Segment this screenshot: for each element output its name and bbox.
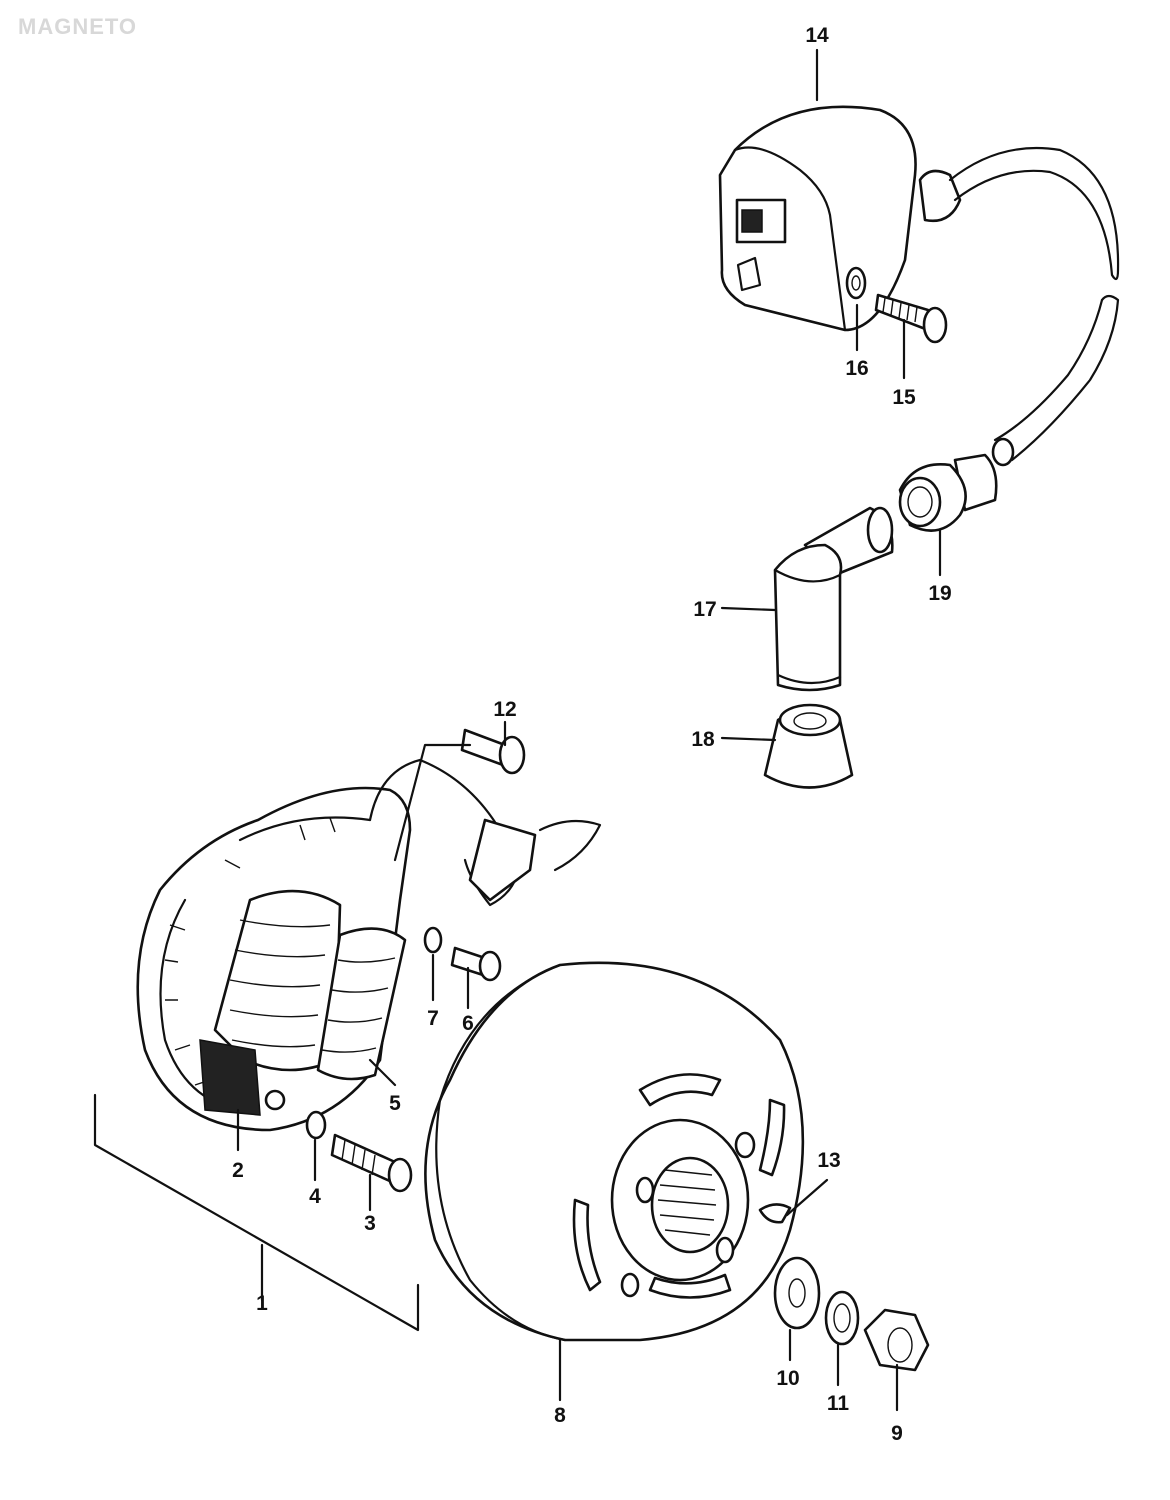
screw-3 [330, 1133, 413, 1193]
callout-18: 18 [691, 728, 715, 751]
diagram-title: MAGNETO [18, 14, 138, 39]
callout-19: 19 [928, 582, 951, 605]
callout-15: 15 [892, 386, 916, 409]
callout-5: 5 [389, 1092, 401, 1115]
callout-12: 12 [493, 698, 516, 721]
callout-labels: 14 16 15 19 17 18 12 7 6 5 2 4 3 1 8 13 … [232, 24, 952, 1445]
flywheel-rotor-part [424, 961, 805, 1342]
callout-14: 14 [805, 24, 829, 47]
washer-4 [305, 1110, 327, 1140]
callout-2: 2 [232, 1159, 244, 1182]
washer-10 [773, 1256, 821, 1330]
callout-8: 8 [554, 1404, 566, 1427]
stator-screw-12 [460, 728, 526, 775]
callout-16: 16 [845, 357, 868, 380]
high-tension-lead [991, 294, 1120, 467]
nut-9 [863, 1308, 930, 1372]
callout-6: 6 [462, 1012, 474, 1035]
callout-17: 17 [693, 598, 716, 621]
callout-4: 4 [309, 1185, 321, 1208]
callout-10: 10 [776, 1367, 799, 1390]
callout-7: 7 [427, 1007, 439, 1030]
washer-part [845, 266, 867, 300]
callout-13: 13 [817, 1149, 840, 1172]
callout-11: 11 [827, 1392, 850, 1415]
spark-plug-cap-part [773, 506, 894, 692]
stator-plate-assembly [136, 758, 602, 1132]
washer-7 [423, 926, 443, 954]
screw-6 [450, 946, 502, 982]
leader-lines [93, 48, 942, 1412]
ignition-coil-part [718, 105, 1120, 332]
cap-cover-part [763, 703, 854, 789]
callout-9: 9 [891, 1422, 903, 1445]
callout-1: 1 [256, 1292, 268, 1315]
spring-washer-11 [824, 1290, 860, 1346]
coil-screw-part [874, 293, 948, 344]
callout-3: 3 [364, 1212, 376, 1235]
cap-nut-part [898, 453, 998, 532]
